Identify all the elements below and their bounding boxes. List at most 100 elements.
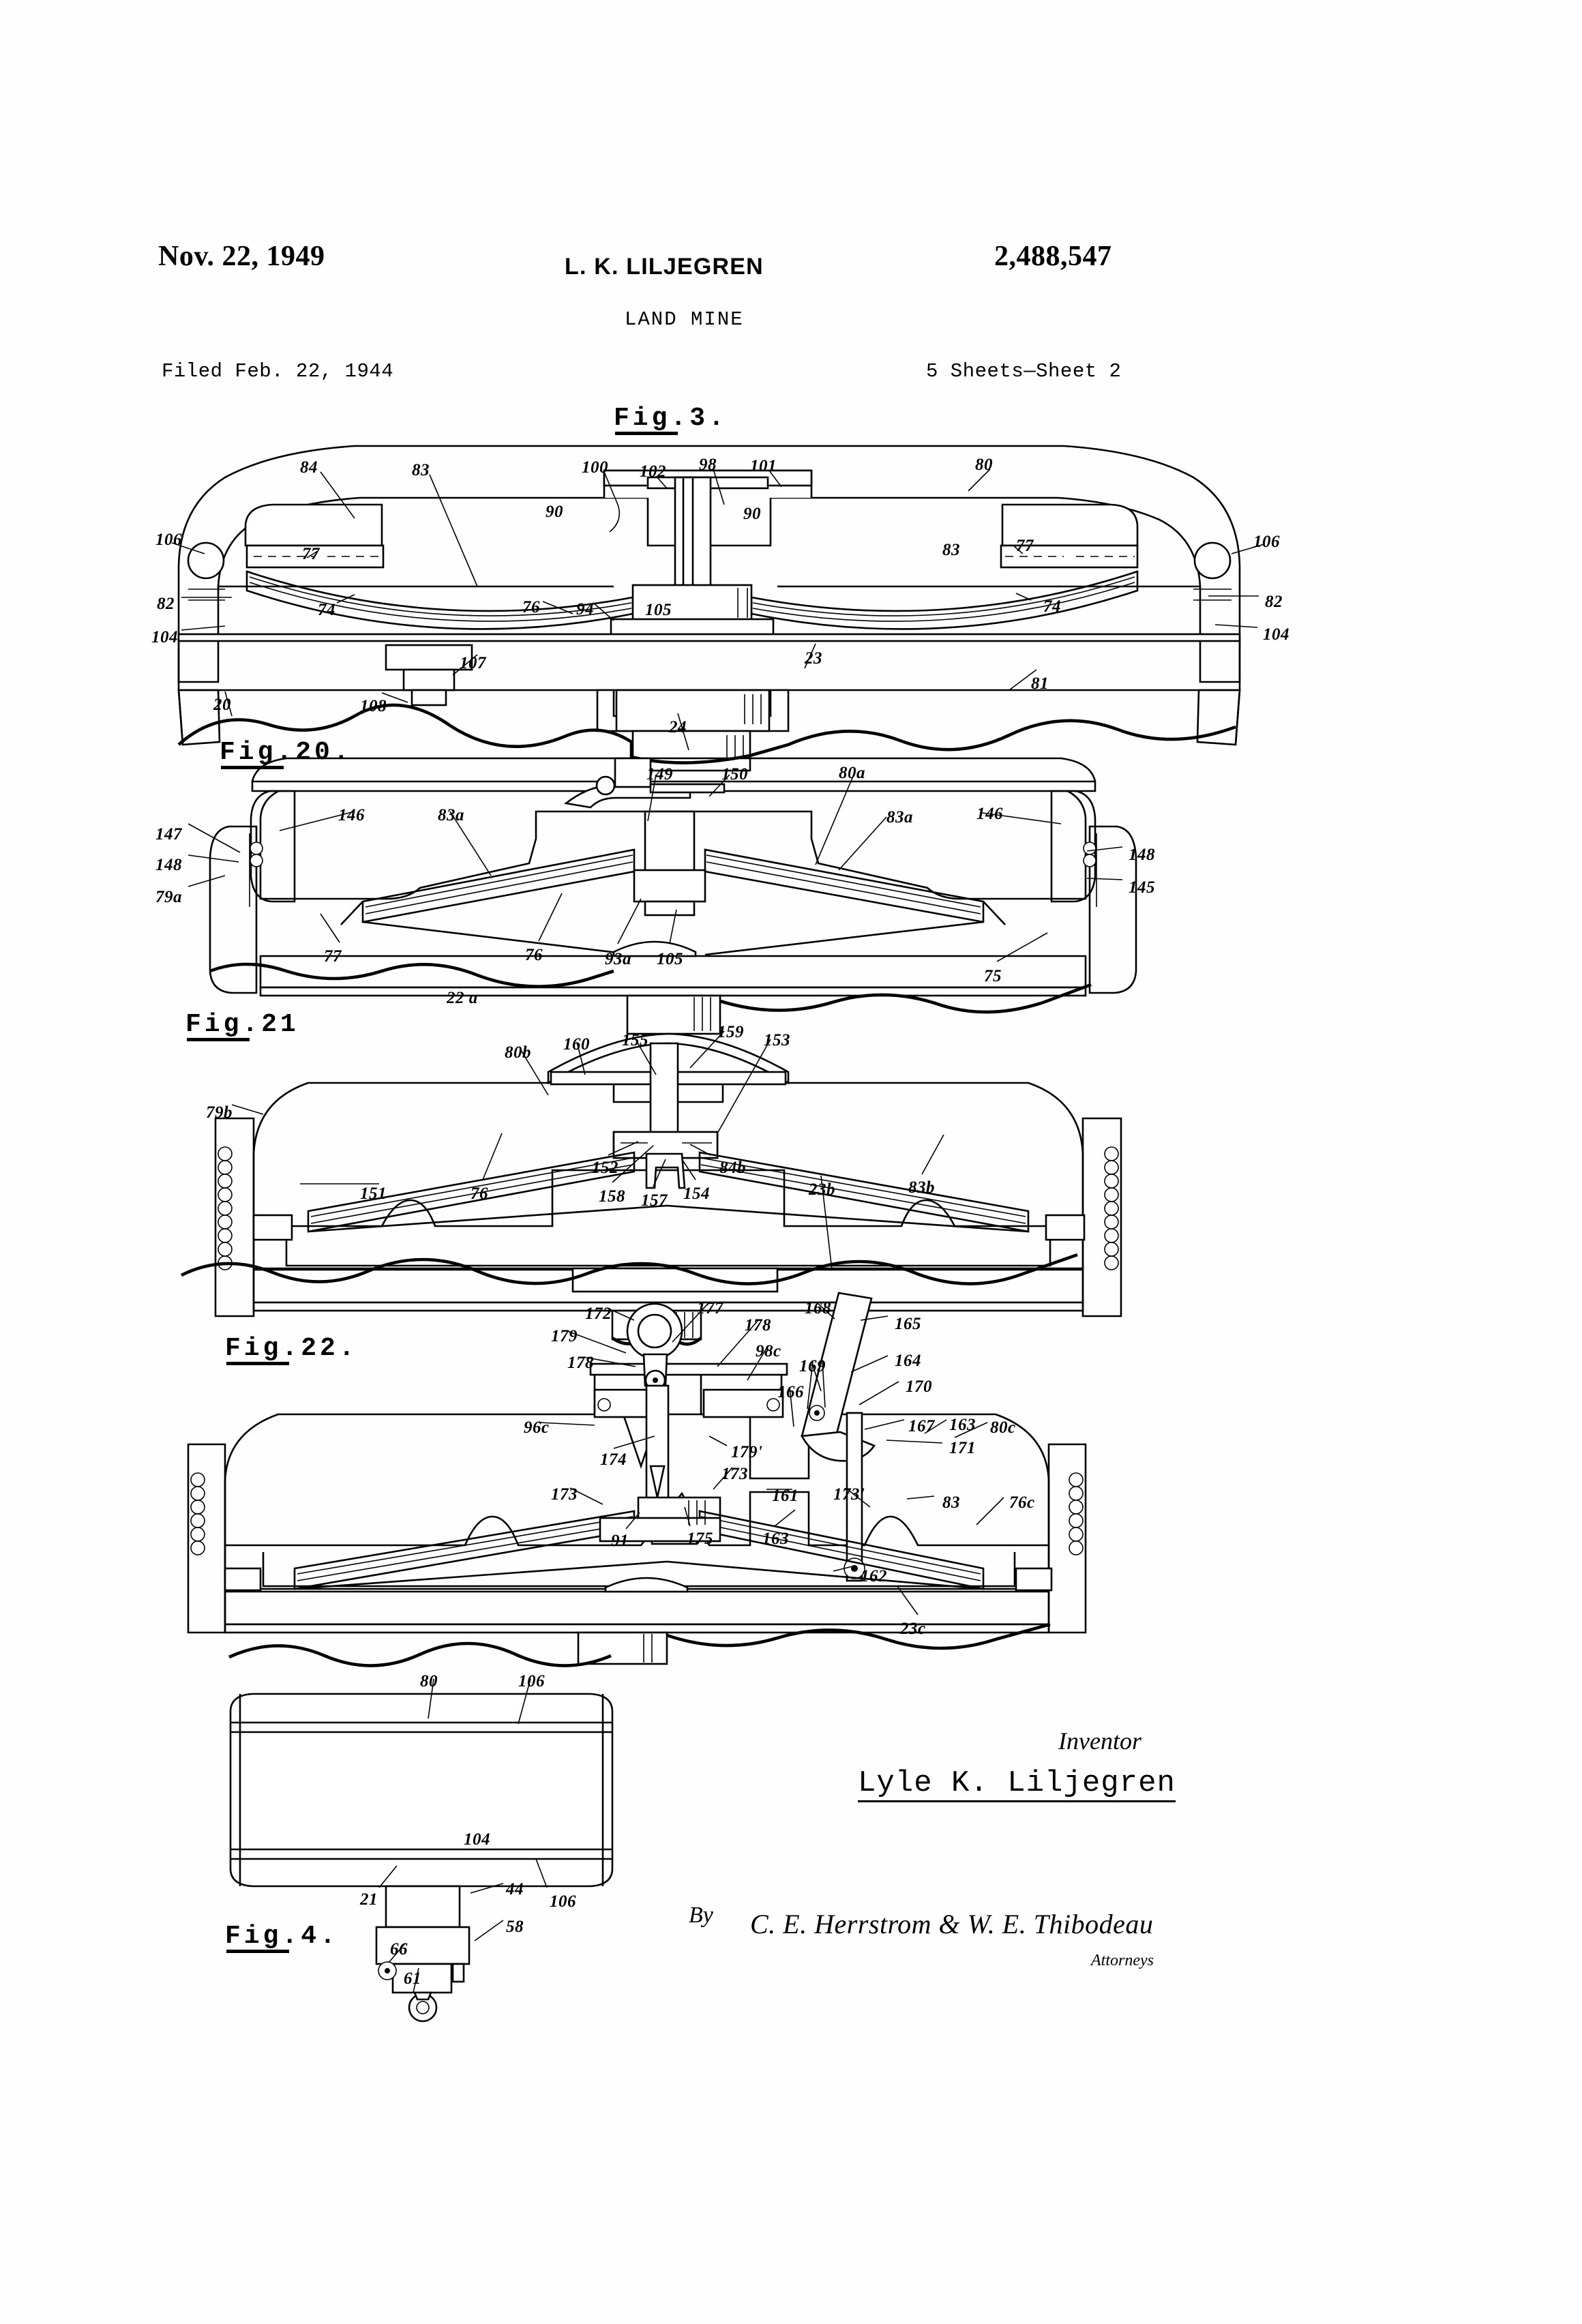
reference-numeral: 83a: [886, 808, 913, 826]
reference-numeral: 105: [657, 950, 683, 968]
reference-numeral: 104: [464, 1830, 490, 1849]
reference-numeral: 100: [582, 458, 608, 477]
reference-numeral: 177: [697, 1299, 723, 1317]
reference-numeral: 164: [895, 1352, 921, 1370]
reference-numeral: 22 a: [447, 989, 478, 1007]
reference-numeral: 82: [1265, 593, 1283, 611]
reference-numeral: 105: [645, 601, 672, 619]
reference-numeral: 104: [151, 628, 178, 646]
reference-numeral: 20: [213, 696, 231, 714]
reference-numeral: 80b: [505, 1043, 531, 1062]
reference-numeral: 24: [669, 718, 687, 736]
reference-numeral: 154: [683, 1185, 710, 1203]
reference-numeral: 77: [324, 947, 342, 966]
reference-numeral: 149: [646, 765, 673, 784]
figure-caption-underline: [187, 1038, 250, 1041]
figure-fig20-drawing: [209, 757, 1137, 1035]
reference-numeral: 165: [895, 1315, 921, 1333]
patent-filed-date: Filed Feb. 22, 1944: [162, 360, 394, 383]
reference-numeral: 77: [1016, 537, 1034, 555]
reference-numeral: 93a: [605, 950, 631, 968]
signature-attorneys: C. E. Herrstrom & W. E. Thibodeau: [750, 1909, 1154, 1939]
reference-numeral: 106: [155, 531, 182, 549]
reference-numeral: 106: [518, 1672, 545, 1690]
reference-numeral: 179: [551, 1327, 578, 1345]
reference-numeral: 84b: [719, 1159, 746, 1177]
reference-numeral: 159: [717, 1023, 744, 1041]
reference-numeral: 161: [772, 1487, 799, 1505]
signature-inventor-label: Inventor: [1058, 1727, 1141, 1755]
reference-numeral: 77: [302, 545, 320, 563]
reference-numeral: 76: [525, 946, 543, 964]
reference-numeral: 157: [641, 1191, 668, 1210]
reference-numeral: 163: [949, 1416, 976, 1434]
reference-numeral: 147: [155, 825, 182, 844]
reference-numeral: 168: [805, 1299, 831, 1317]
figure-caption-fig21: Fig.21: [185, 1010, 299, 1041]
reference-numeral: 106: [550, 1892, 576, 1911]
reference-numeral: 179': [731, 1443, 763, 1461]
figure-caption-underline: [226, 1362, 289, 1365]
reference-numeral: 83a: [438, 806, 464, 824]
reference-numeral: 162: [861, 1567, 887, 1585]
reference-numeral: 76: [522, 598, 540, 616]
reference-numeral: 160: [563, 1035, 590, 1054]
reference-numeral: 83: [942, 541, 960, 559]
reference-numeral: 23b: [809, 1180, 835, 1199]
reference-numeral: 98: [699, 456, 717, 474]
reference-numeral: 167: [908, 1417, 935, 1435]
figure-caption-fig3-text: Fig.3.: [614, 404, 728, 433]
reference-numeral: 98c: [756, 1342, 781, 1360]
reference-numeral: 74: [1043, 597, 1061, 616]
reference-numeral: 163: [762, 1530, 789, 1548]
reference-numeral: 102: [640, 462, 666, 481]
figure-fig3-drawing: [177, 445, 1241, 772]
figure-caption-fig4-text: Fig.4.: [225, 1922, 339, 1951]
figure-caption-fig20: Fig.20.: [220, 738, 353, 769]
reference-numeral: 23: [805, 649, 822, 668]
reference-numeral: 90: [743, 505, 761, 523]
patent-sheet-count: 5 Sheets—Sheet 2: [926, 360, 1122, 383]
reference-numeral: 106: [1253, 533, 1280, 551]
reference-numeral: 75: [984, 967, 1002, 985]
reference-numeral: 166: [777, 1383, 804, 1401]
figure-caption-fig22-text: Fig.22.: [225, 1334, 358, 1363]
signature-inventor-name: Lyle K. Liljegren: [858, 1766, 1176, 1802]
reference-numeral: 104: [1263, 625, 1289, 644]
reference-numeral: 76c: [1009, 1493, 1035, 1512]
reference-numeral: 61: [404, 1969, 421, 1988]
reference-numeral: 169: [799, 1357, 826, 1375]
figure-caption-fig20-text: Fig.20.: [220, 738, 353, 767]
signature-inventor-name-text: Lyle K. Liljegren: [858, 1766, 1176, 1802]
reference-numeral: 84: [300, 458, 318, 477]
patent-issue-date: Nov. 22, 1949: [158, 241, 325, 272]
reference-numeral: 83: [942, 1493, 960, 1512]
reference-numeral: 66: [390, 1940, 408, 1958]
patent-title: LAND MINE: [625, 308, 744, 331]
reference-numeral: 145: [1129, 878, 1155, 897]
reference-numeral: 152: [592, 1159, 618, 1177]
reference-numeral: 80: [420, 1672, 438, 1690]
signature-by-label: By: [689, 1903, 713, 1928]
reference-numeral: 172: [585, 1305, 612, 1323]
reference-numeral: 178: [567, 1354, 594, 1372]
figure-fig22-drawing: [180, 1253, 1087, 1665]
reference-numeral: 58: [506, 1918, 524, 1936]
reference-numeral: 74: [318, 601, 335, 619]
reference-numeral: 146: [338, 806, 365, 824]
reference-numeral: 173: [721, 1465, 748, 1483]
reference-numeral: 173': [833, 1485, 865, 1504]
reference-numeral: 150: [721, 765, 748, 784]
patent-number: 2,488,547: [994, 241, 1112, 272]
reference-numeral: 151: [360, 1185, 387, 1203]
reference-numeral: 80c: [990, 1418, 1016, 1437]
reference-numeral: 158: [599, 1187, 625, 1206]
reference-numeral: 90: [546, 503, 563, 521]
figure-fig21-drawing: [214, 1032, 1122, 1346]
reference-numeral: 80a: [839, 764, 865, 782]
reference-numeral: 79a: [155, 888, 182, 906]
reference-numeral: 170: [906, 1377, 932, 1396]
reference-leader-lines: [171, 468, 1265, 1993]
reference-numeral: 91: [611, 1532, 629, 1550]
reference-numeral: 80: [975, 456, 993, 474]
